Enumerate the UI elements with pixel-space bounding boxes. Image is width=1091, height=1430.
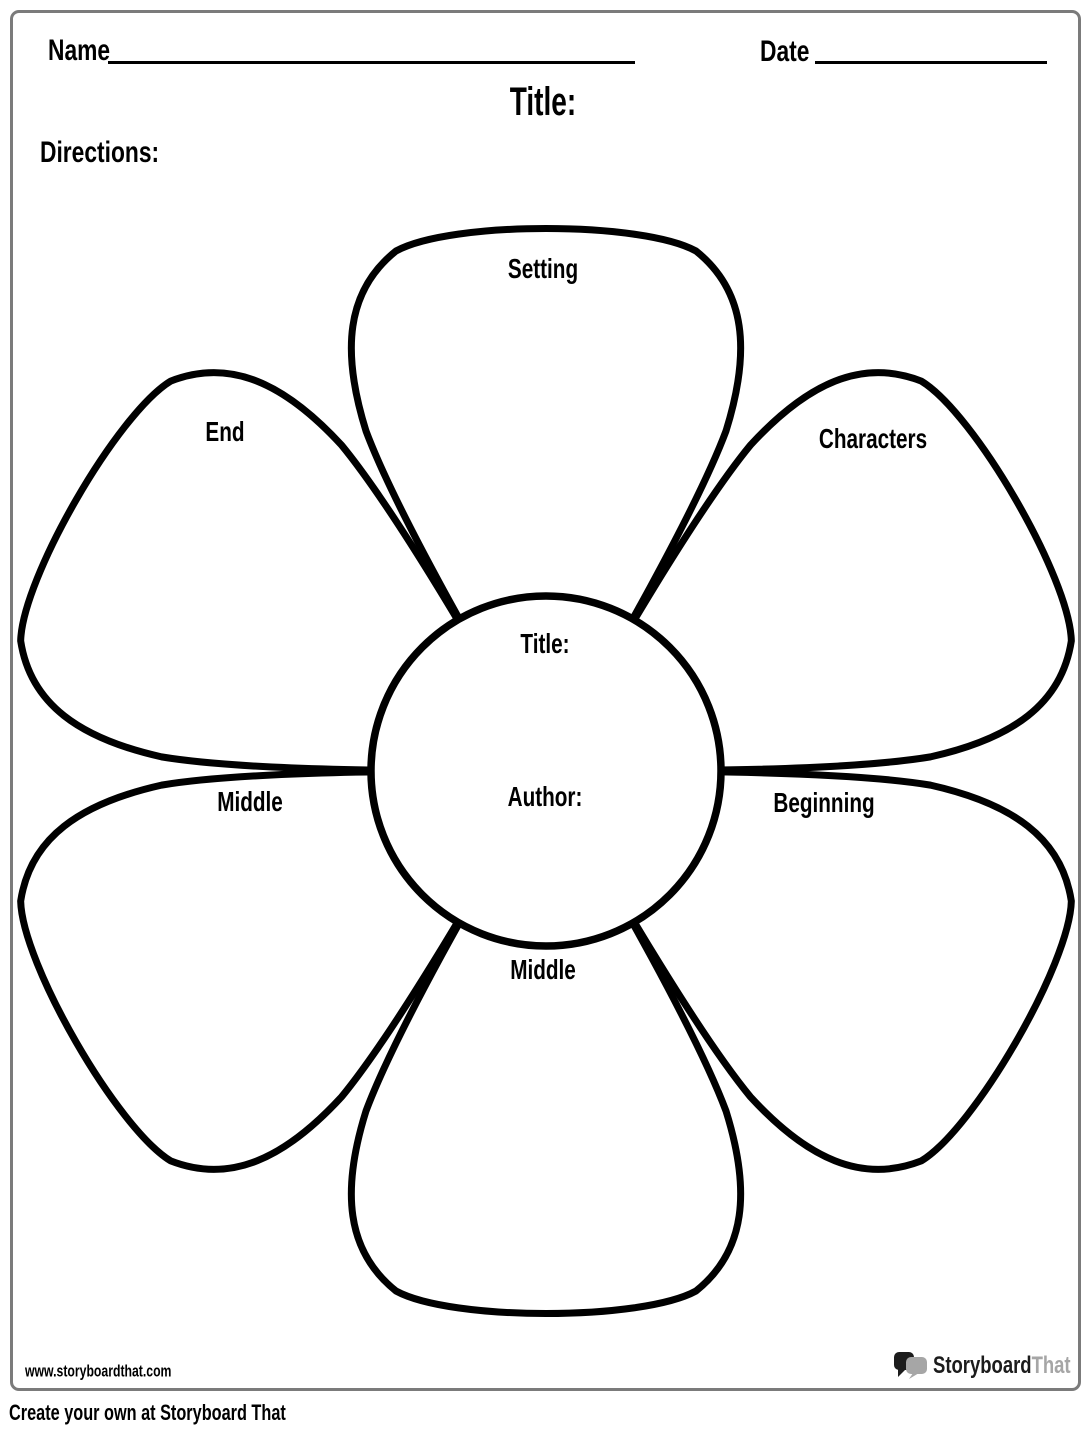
- center-author-label: Author:: [507, 781, 583, 812]
- name-blank-line[interactable]: [108, 61, 635, 64]
- storyboardthat-logo: StoryboardThat: [933, 1354, 1071, 1378]
- logo-word-that: That: [1031, 1352, 1071, 1379]
- petal-label-middle-bottom: Middle: [510, 954, 576, 985]
- directions-label: Directions:: [40, 136, 160, 169]
- center-title-label: Title:: [520, 628, 570, 659]
- petal-label-end: End: [205, 416, 245, 447]
- petal-label-setting: Setting: [507, 253, 579, 284]
- petal-label-middle-left: Middle: [217, 786, 283, 817]
- website-url: www.storyboardthat.com: [25, 1361, 172, 1381]
- flower-center-circle[interactable]: [367, 592, 725, 950]
- petal-label-characters: Characters: [818, 423, 928, 454]
- footer-tagline: Create your own at Storyboard That: [9, 1400, 286, 1425]
- date-blank-line[interactable]: [815, 61, 1047, 64]
- page-border: [10, 10, 1081, 1391]
- petal-label-beginning: Beginning: [773, 787, 875, 818]
- worksheet-title-label: Title:: [509, 80, 577, 124]
- speech-bubbles-icon: [894, 1352, 927, 1379]
- date-label: Date: [760, 35, 810, 68]
- logo-word-storyboard: Storyboard: [933, 1352, 1032, 1379]
- name-label: Name: [48, 34, 111, 67]
